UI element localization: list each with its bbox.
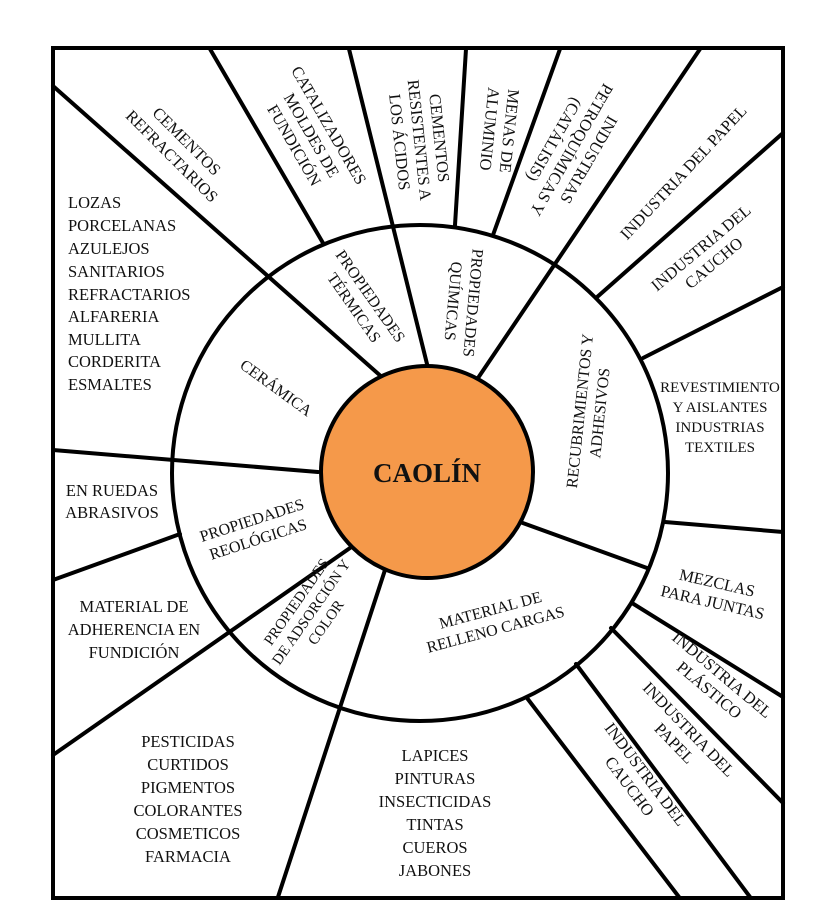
divider-line (51, 84, 385, 380)
divider-line (641, 285, 785, 360)
divider-line (453, 47, 468, 227)
divider-line (518, 520, 649, 570)
divider-line (594, 131, 785, 300)
center-circle (319, 364, 535, 580)
divider-line (51, 546, 352, 757)
outer-label-ceramic-products-list: LOZAS PORCELANAS AZULEJOS SANITARIOS REF… (68, 193, 195, 394)
divider-line (574, 662, 752, 899)
divider-line (347, 47, 430, 370)
divider-line (51, 448, 320, 474)
properties-ring (170, 223, 670, 723)
center-title: CAOLÍN (373, 458, 482, 488)
divider-line (476, 47, 702, 380)
divider-lines (51, 47, 785, 899)
divider-line (491, 47, 562, 237)
divider-line (208, 47, 325, 245)
divider-line (276, 568, 387, 899)
divider-line (51, 532, 182, 582)
divider-line (663, 520, 785, 534)
divider-line (609, 626, 785, 805)
divider-line (525, 696, 681, 899)
divider-line (630, 601, 785, 699)
